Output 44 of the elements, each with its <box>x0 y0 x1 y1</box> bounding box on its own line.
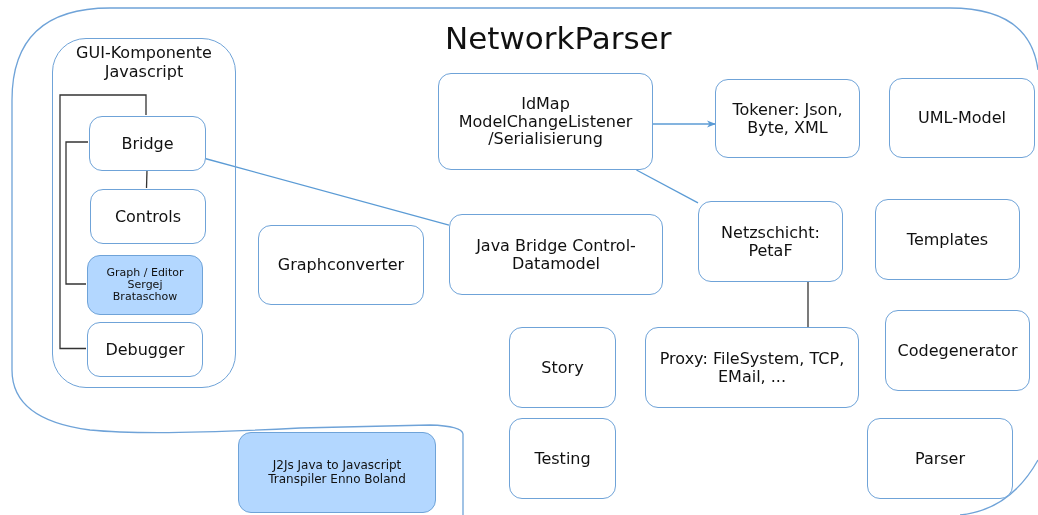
box-label: Controls <box>114 207 182 226</box>
box-label: Testing <box>534 449 591 468</box>
connector <box>807 281 809 328</box>
package-label: NetworkParser <box>445 20 672 56</box>
box-label: Story <box>541 358 584 377</box>
component-box <box>885 310 1030 391</box>
package-region <box>10 6 1038 515</box>
component-box <box>509 418 616 499</box>
connector <box>635 169 699 204</box>
component-box <box>438 73 653 170</box>
box-label: Templates <box>906 230 989 249</box>
component-box <box>645 327 859 408</box>
box-label: IdMap ModelChangeListener /Serialisierung <box>457 94 634 149</box>
component-box <box>449 214 663 295</box>
component-box <box>715 79 860 158</box>
connector <box>652 120 716 128</box>
group-heading: GUI-Komponente Javascript <box>75 43 213 81</box>
component-box <box>875 199 1020 280</box>
box-label: Tokener: Json, Byte, XML <box>731 100 844 137</box>
component-box <box>698 201 843 282</box>
box-label: Proxy: FileSystem, TCP, EMail, ... <box>658 349 846 386</box>
box-label: Codegenerator <box>897 341 1018 360</box>
group-box <box>52 38 236 388</box>
box-label: UML-Model <box>918 109 1006 127</box>
box-label: Bridge <box>121 134 174 153</box>
highlighted-component-box <box>87 255 203 315</box>
connector <box>204 157 450 226</box>
component-box <box>889 78 1035 158</box>
box-label: Netzschicht: PetaF <box>720 223 821 260</box>
box-label: Graphconverter <box>277 256 405 274</box>
box-label: Java Bridge Control-Datamodel <box>474 236 637 273</box>
component-box <box>89 116 206 171</box>
connector <box>65 141 89 285</box>
connector <box>59 94 147 350</box>
box-label: Parser <box>914 449 966 468</box>
box-label: Graph / Editor Sergej Brataschow <box>105 266 185 304</box>
box-label: Debugger <box>105 340 185 359</box>
component-box <box>90 189 206 244</box>
connector <box>145 169 148 189</box>
component-box <box>509 327 616 408</box>
component-box <box>867 418 1013 499</box>
box-label: J2Js Java to Javascript Transpiler Enno Boland <box>267 459 407 486</box>
component-box <box>87 322 203 377</box>
component-box <box>258 225 424 305</box>
